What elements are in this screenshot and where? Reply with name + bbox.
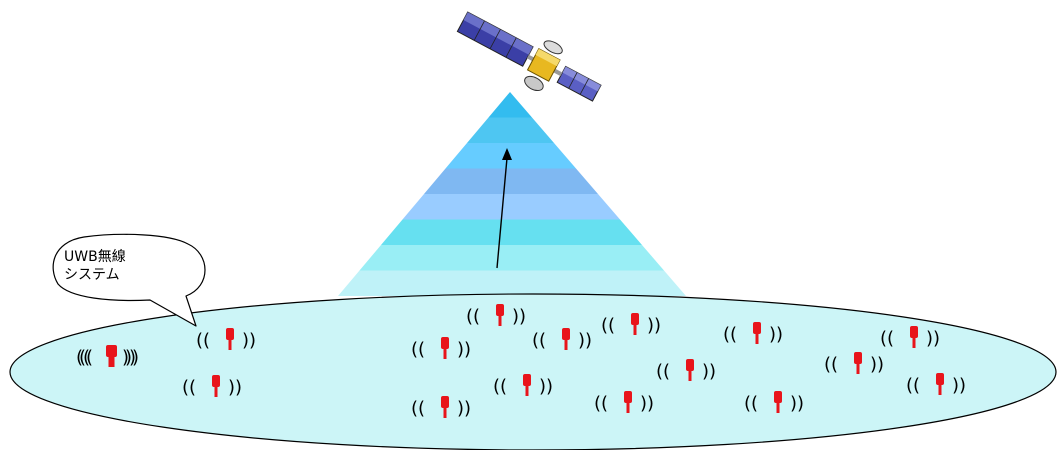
signal-waves-right: )) bbox=[769, 324, 783, 345]
signal-waves-left: (( bbox=[594, 393, 608, 414]
callout-line-2: システム bbox=[64, 266, 174, 284]
signal-waves-left: (( bbox=[182, 377, 196, 398]
signal-waves-left: (( bbox=[493, 376, 507, 397]
antenna-head bbox=[109, 345, 117, 357]
antenna-stem bbox=[627, 403, 630, 413]
pyramid-band bbox=[489, 92, 533, 118]
antenna-stem bbox=[112, 357, 115, 367]
antenna-stem bbox=[689, 371, 692, 381]
antenna-head bbox=[753, 322, 761, 334]
signal-waves-right: )) bbox=[640, 393, 654, 414]
antenna-stem bbox=[565, 340, 568, 350]
antenna-head bbox=[854, 352, 862, 364]
callout-label: UWB無線 システム bbox=[64, 248, 174, 284]
pyramid-band bbox=[403, 194, 621, 220]
signal-waves-right: )) bbox=[952, 375, 966, 396]
antenna-head bbox=[624, 391, 632, 403]
signal-waves-left: (( bbox=[196, 330, 210, 351]
signal-waves-right: )) bbox=[457, 339, 471, 360]
signal-waves-left: (( bbox=[79, 347, 93, 368]
signal-waves-left: (( bbox=[824, 354, 838, 375]
pyramid-band bbox=[338, 271, 686, 297]
signal-waves-left: (( bbox=[411, 398, 425, 419]
antenna-stem bbox=[444, 349, 447, 359]
signal-waves-right: )) bbox=[790, 393, 804, 414]
callout-line-1: UWB無線 bbox=[64, 248, 174, 266]
signal-waves-right: )) bbox=[539, 376, 553, 397]
pyramid-band bbox=[360, 245, 665, 271]
signal-waves-left: (( bbox=[466, 306, 480, 327]
pyramid-band bbox=[467, 118, 554, 144]
antenna-stem bbox=[634, 325, 637, 335]
signal-waves-left: (( bbox=[411, 339, 425, 360]
antenna-head bbox=[496, 304, 504, 316]
antenna-stem bbox=[756, 334, 759, 344]
antenna-stem bbox=[215, 387, 218, 397]
antenna-head bbox=[441, 337, 449, 349]
satellite-icon bbox=[450, 0, 609, 117]
antenna-stem bbox=[229, 340, 232, 350]
pyramid-band bbox=[446, 143, 577, 169]
signal-waves-left: (( bbox=[880, 328, 894, 349]
ground-area bbox=[10, 294, 1056, 450]
signal-waves-right: )) bbox=[242, 330, 256, 351]
signal-waves-left: (( bbox=[906, 375, 920, 396]
signal-waves-left: (( bbox=[601, 315, 615, 336]
antenna-head bbox=[562, 328, 570, 340]
signal-waves-right: )) bbox=[926, 328, 940, 349]
antenna-stem bbox=[939, 385, 942, 395]
antenna-head bbox=[936, 373, 944, 385]
antenna-stem bbox=[444, 408, 447, 418]
solar-panel-right bbox=[550, 63, 601, 101]
signal-waves-right: )) bbox=[702, 361, 716, 382]
signal-waves-right: )) bbox=[578, 330, 592, 351]
signal-pyramid bbox=[338, 92, 686, 296]
antenna-head bbox=[523, 374, 531, 386]
antenna-head bbox=[441, 396, 449, 408]
signal-waves-right: )) bbox=[512, 306, 526, 327]
antenna-head bbox=[212, 375, 220, 387]
signal-waves-left: (( bbox=[532, 330, 546, 351]
signal-waves-left: (( bbox=[656, 361, 670, 382]
pyramid-band bbox=[381, 220, 642, 246]
signal-waves-right: )) bbox=[870, 354, 884, 375]
signal-waves-left: (( bbox=[744, 393, 758, 414]
antenna-stem bbox=[857, 364, 860, 374]
solar-panel-left bbox=[457, 12, 538, 69]
antenna-stem bbox=[913, 338, 916, 348]
antenna-stem bbox=[777, 403, 780, 413]
signal-waves-right: )) bbox=[647, 315, 661, 336]
signal-waves-right: )) bbox=[457, 398, 471, 419]
antenna-head bbox=[631, 313, 639, 325]
signal-waves-left: (( bbox=[723, 324, 737, 345]
antenna-stem bbox=[109, 357, 112, 367]
antenna-stem bbox=[526, 386, 529, 396]
antenna-stem bbox=[499, 316, 502, 326]
antenna-head bbox=[910, 326, 918, 338]
antenna-head bbox=[774, 391, 782, 403]
antenna-head bbox=[686, 359, 694, 371]
signal-waves-right: )) bbox=[228, 377, 242, 398]
antenna-head bbox=[226, 328, 234, 340]
pyramid-band bbox=[424, 169, 598, 195]
signal-waves-right: )) bbox=[125, 347, 139, 368]
